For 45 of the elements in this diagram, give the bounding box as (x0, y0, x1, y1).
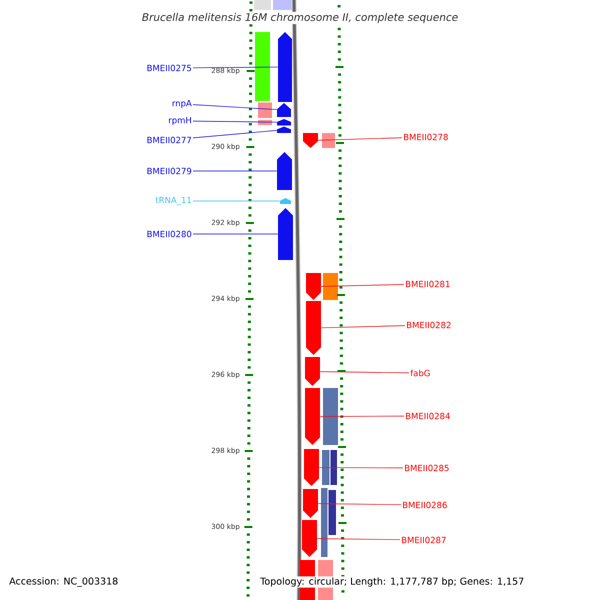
gene-feature (277, 103, 291, 117)
gene-label: fabG (410, 370, 430, 376)
leader-line (192, 104, 278, 110)
gene-feature (303, 133, 318, 148)
sequence-info: Topology: circular; Length: 1,177,787 bp; Genes: 1,157 (259, 576, 526, 588)
gene-feature (280, 198, 291, 204)
gene-label: BMEII0285 (405, 464, 449, 472)
gene-label: BMEII0279 (147, 168, 192, 174)
gene-label: BMEII0286 (403, 502, 447, 508)
leader-line (320, 284, 404, 287)
gene-feature (278, 208, 293, 260)
gene-label: tRNA_11 (156, 196, 192, 206)
gene-label: rnpA (172, 100, 192, 108)
gene-feature (305, 357, 320, 386)
gene-label: BMEII0282 (407, 322, 451, 328)
gene-feature (305, 388, 320, 445)
leader-line (318, 137, 402, 141)
leader-line (318, 467, 404, 468)
leader-line (316, 538, 400, 540)
gene-feature (303, 489, 318, 518)
gene-label: BMEII0280 (147, 230, 192, 238)
gene-feature (302, 520, 317, 557)
leader-line (192, 170, 278, 172)
leader-line (192, 66, 278, 68)
gene-feature (306, 273, 321, 300)
leader-line (192, 200, 280, 202)
gene-label: BMEII0277 (147, 136, 192, 144)
gene-feature (277, 152, 292, 190)
gene-feature (277, 119, 291, 126)
gene-feature (277, 126, 291, 133)
leader-line (320, 371, 410, 374)
gene-label: BMEII0284 (406, 412, 450, 420)
gene-label: rpmH (169, 117, 191, 125)
leader-line (320, 416, 404, 417)
gene-label: BMEII0287 (402, 536, 446, 544)
gene-label: BMEII0278 (404, 134, 448, 140)
gene-label: BMEII0275 (147, 64, 192, 72)
leader-line (192, 120, 278, 123)
leader-line (192, 130, 278, 138)
title: Brucella melitensis 16M chromosome II, complete sequence (140, 12, 460, 24)
leader-line (320, 325, 406, 328)
accession-label: Accession: NC_003318 (9, 577, 118, 587)
gene-feature (304, 449, 319, 486)
leader-line (318, 503, 402, 506)
gene-label: BMEII0281 (406, 280, 450, 288)
